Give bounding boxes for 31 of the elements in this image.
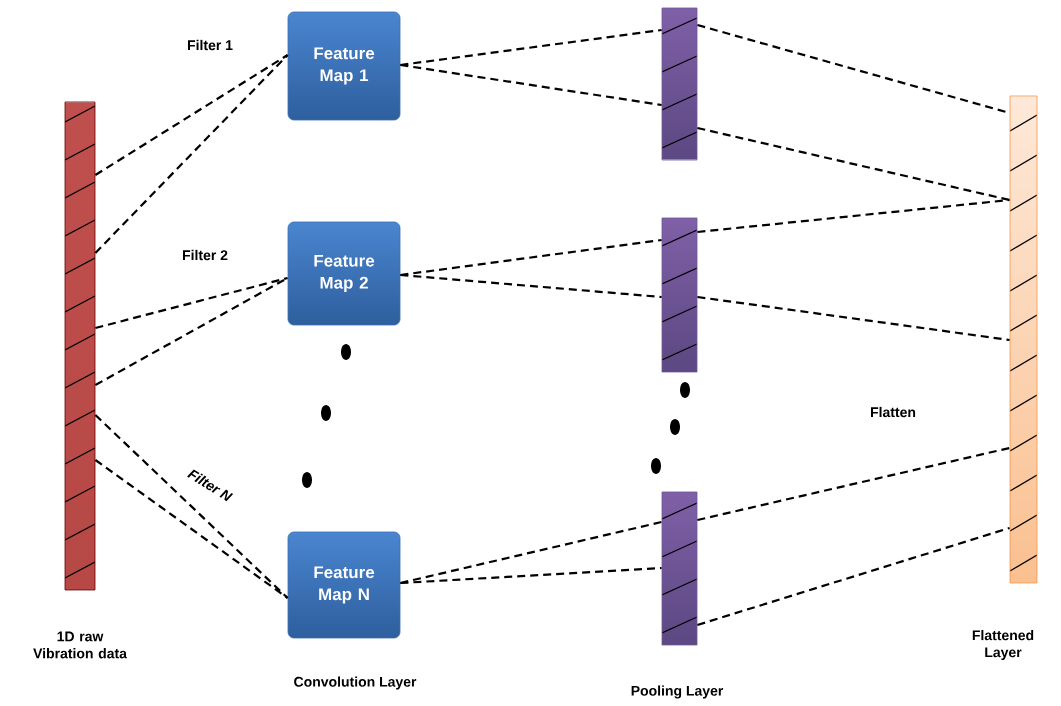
flattened-bar — [1009, 95, 1038, 584]
dashed-line — [400, 273, 662, 299]
dashed-line — [400, 28, 662, 67]
dashed-line — [400, 566, 662, 585]
input-bar — [64, 101, 96, 591]
edge-label: Filter 2 — [181, 248, 229, 262]
layer-label: Convolution Layer — [294, 676, 417, 690]
dashed-line — [94, 459, 289, 599]
edge-label: Filter 1 — [186, 38, 234, 52]
layer-label: Pooling Layer — [631, 685, 724, 699]
dashed-line — [94, 54, 289, 176]
dashed-line — [400, 63, 662, 107]
layer-caption: 1D raw Vibration data — [33, 631, 128, 659]
layer-caption: Flattened Layer — [972, 629, 1034, 660]
dashed-line — [400, 238, 662, 277]
feature-map-box: Feature Map 1 — [287, 11, 401, 121]
feature-map-box: Feature Map N — [287, 531, 401, 639]
dashed-line — [697, 295, 1010, 342]
dashed-line — [95, 276, 288, 330]
feature-map-box: Feature Map 2 — [287, 221, 401, 326]
pooling-bar — [661, 491, 698, 646]
dashed-line — [94, 54, 289, 254]
dashed-line — [697, 446, 1010, 522]
pooling-bar — [661, 217, 698, 373]
layer-label: Flatten — [871, 406, 916, 418]
dashed-line — [94, 414, 289, 599]
pooling-bar — [661, 7, 698, 161]
dashed-line — [697, 126, 1010, 202]
dashed-line — [697, 198, 1010, 234]
dashed-line — [400, 520, 662, 585]
dashed-line — [697, 526, 1010, 627]
